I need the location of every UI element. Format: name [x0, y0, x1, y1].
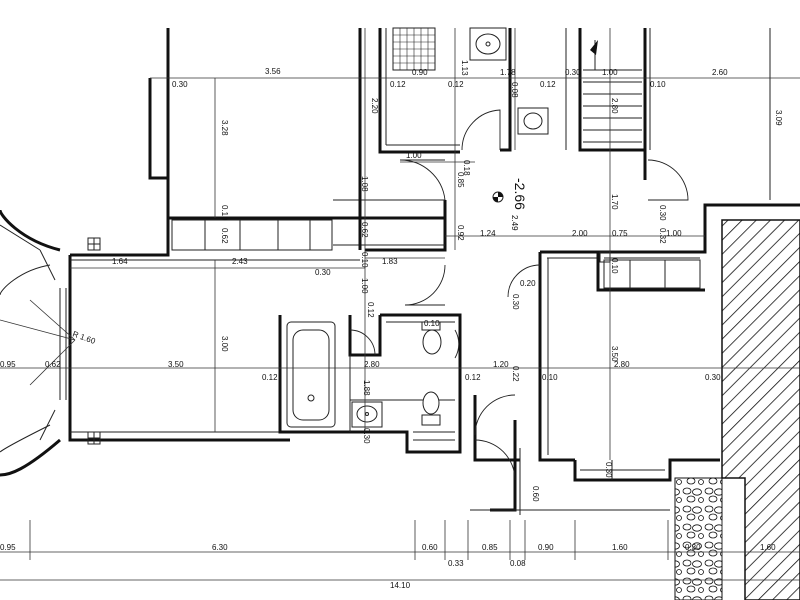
dim-label: 0.30	[315, 268, 331, 277]
dim-label: 0.75	[612, 229, 628, 238]
dim-label: 0.90	[412, 68, 428, 77]
dim-label: 0.22	[511, 366, 520, 382]
dim-label: 0.90	[538, 543, 554, 552]
dim-label: 0.62	[45, 360, 61, 369]
shower-icon	[392, 27, 436, 71]
sink-icon	[351, 401, 383, 428]
dim-label: 0.62	[360, 222, 369, 238]
dim-label: 3.50	[610, 346, 619, 362]
dim-label: 1.60	[760, 543, 776, 552]
dim-label: 2.80	[610, 98, 619, 114]
dim-label: 1.60	[612, 543, 628, 552]
bidet-icon	[421, 321, 442, 355]
dim-label: 1.78	[500, 68, 516, 77]
dim-label: 0.60	[531, 486, 540, 502]
dim-label: 2.60	[712, 68, 728, 77]
upper-toilet-icon	[517, 107, 549, 135]
dim-label: 1.00	[360, 278, 369, 294]
dimension-lines	[0, 28, 800, 581]
dim-label: 3.28	[220, 120, 229, 136]
dim-label: 0.08	[510, 82, 519, 98]
dim-label: 0.95	[0, 360, 16, 369]
dim-label: 2.80	[614, 360, 630, 369]
dim-label: 0.30	[604, 462, 613, 478]
dim-label: 1.88	[362, 380, 371, 396]
dim-label: 2.49	[510, 215, 519, 231]
dim-label: 0.10	[424, 319, 440, 328]
dim-label: 0.30	[705, 373, 721, 382]
dim-label: 1.00	[666, 229, 682, 238]
dim-label: 0.85	[482, 543, 498, 552]
fixtures	[87, 27, 701, 445]
stairs	[583, 40, 642, 143]
dim-label: 2.80	[364, 360, 380, 369]
dim-label: 3.09	[774, 110, 783, 126]
dim-label: 3.50	[168, 360, 184, 369]
dim-label: 1.83	[382, 257, 398, 266]
dim-label: 0.60	[422, 543, 438, 552]
walls	[0, 28, 800, 600]
level-label: -2.66	[512, 178, 528, 210]
dim-label: 3.00	[220, 336, 229, 352]
dim-label: 0.12	[262, 373, 278, 382]
dim-label: 1.64	[112, 257, 128, 266]
doors	[349, 109, 689, 481]
dim-label: 1.24	[480, 229, 496, 238]
dim-label: 0.12	[390, 80, 406, 89]
dim-label: 0.12	[366, 302, 375, 318]
bathtub-icon	[286, 321, 336, 428]
dim-label: 0.33	[448, 559, 464, 568]
dim-label: 0.12	[465, 373, 481, 382]
dim-label: 1.00	[602, 68, 618, 77]
dim-label: 0.18	[462, 160, 471, 176]
dim-label: 0.30	[685, 543, 701, 552]
level-marker-icon	[492, 191, 504, 203]
toilet-icon	[421, 391, 441, 426]
dim-label: 0.32	[658, 228, 667, 244]
dim-label: 1.00	[406, 151, 422, 160]
dim-label: 0.10	[610, 258, 619, 274]
dim-label: 0.85	[456, 172, 465, 188]
dim-label: 2.43	[232, 257, 248, 266]
dim-label: 1.70	[610, 194, 619, 210]
dim-label: 1.08	[360, 176, 369, 192]
dim-label: 0.10	[220, 205, 229, 221]
dim-label: 0.08	[510, 559, 526, 568]
total-width-label: 14.10	[390, 581, 411, 590]
bottom-dimensions: 0.95 6.30 0.60 0.33 0.85 0.08 0.90 1.60 …	[0, 543, 776, 590]
dim-label: 6.30	[212, 543, 228, 552]
dim-label: 2.00	[572, 229, 588, 238]
dim-label: 0.30	[172, 80, 188, 89]
dim-label: 0.30	[362, 428, 371, 444]
dim-label: 1.13	[460, 60, 469, 76]
wardrobe	[603, 259, 701, 289]
dim-label: 0.30	[565, 68, 581, 77]
dim-label: 0.30	[658, 205, 667, 221]
dim-label: 3.56	[265, 67, 281, 76]
dim-label: 0.10	[360, 252, 369, 268]
dim-label: 0.12	[448, 80, 464, 89]
dim-label: 2.20	[370, 98, 379, 114]
upper-sink-icon	[469, 27, 507, 61]
kitchen-counter	[171, 219, 333, 251]
dim-label: 0.95	[0, 543, 16, 552]
dim-label: 0.20	[520, 279, 536, 288]
dim-label: 0.62	[220, 228, 229, 244]
dim-label: 0.10	[650, 80, 666, 89]
dim-label: 0.92	[456, 225, 465, 241]
dim-label: R 1.60	[71, 329, 97, 346]
dim-label: 1.20	[493, 360, 509, 369]
dim-label: 0.30	[511, 294, 520, 310]
dimension-labels: 3.56 0.30 2.20 0.12 0.90 0.12 1.13 1.78 …	[0, 60, 783, 502]
dim-label: 0.12	[540, 80, 556, 89]
dim-label: 0.10	[542, 373, 558, 382]
